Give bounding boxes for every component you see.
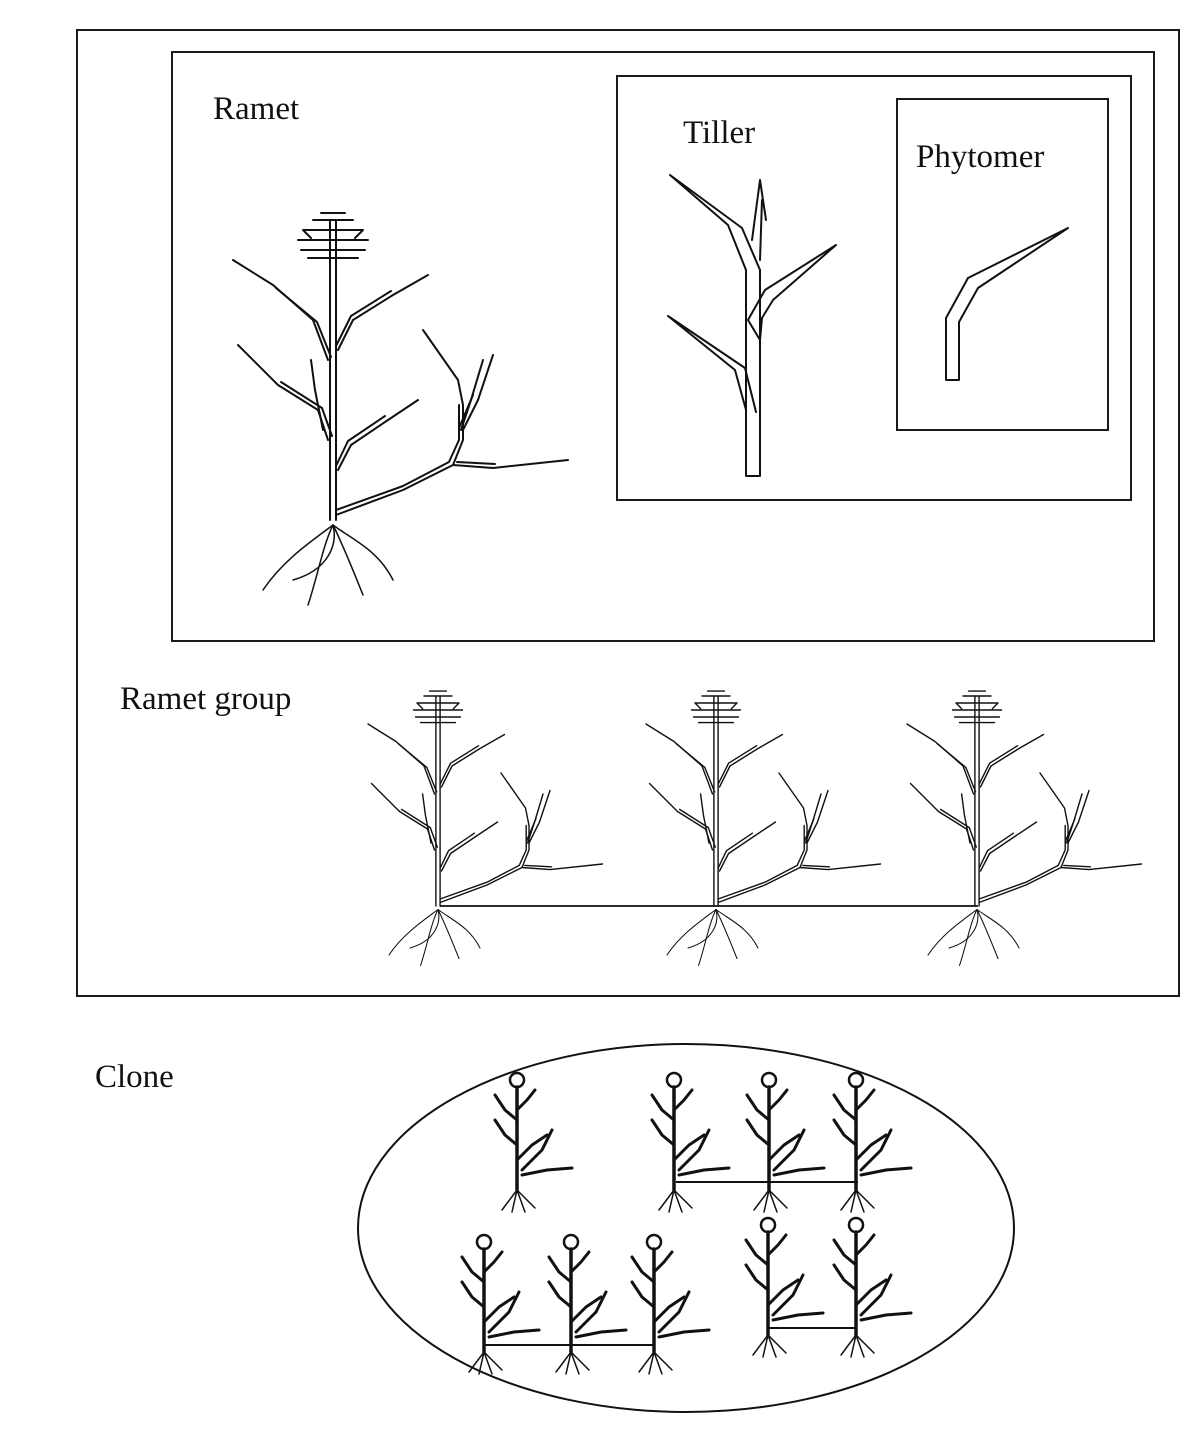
clone-plant (747, 1073, 824, 1212)
clone-plant (462, 1235, 539, 1374)
clone-plant (652, 1073, 729, 1212)
ramet-group-label: Ramet group (120, 681, 291, 717)
clone-plant (632, 1235, 709, 1374)
ramet-group-plant (907, 691, 1142, 965)
tiller-label: Tiller (683, 115, 755, 151)
tiller-illustration (668, 175, 836, 476)
ramet-illustration (233, 213, 568, 605)
clone-plant (834, 1073, 911, 1212)
clone-plant (495, 1073, 572, 1212)
clone-plant (549, 1235, 626, 1374)
ramet-group-illustration (368, 691, 1142, 965)
phytomer-illustration (946, 228, 1068, 380)
clone-plant (834, 1218, 911, 1357)
phytomer-label: Phytomer (916, 139, 1044, 175)
ramet-label: Ramet (213, 91, 299, 127)
ramet-group-plant (368, 691, 603, 965)
clone-label: Clone (95, 1059, 174, 1095)
ramet-group-plant (646, 691, 881, 965)
clone-plant (746, 1218, 823, 1357)
clone-illustration (462, 1073, 911, 1374)
